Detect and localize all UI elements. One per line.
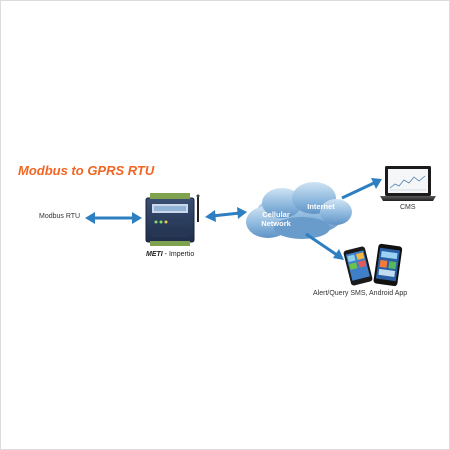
cellular-network-label: Cellular Network [254,210,298,228]
rtu-device-icon [145,193,200,246]
arrow-cloud-cms [341,178,382,200]
diagram-title: Modbus to GPRS RTU [18,163,155,178]
arrow-modbus-device [85,212,142,224]
laptop-icon [380,166,436,201]
cellular-line-1: Cellular [262,210,290,219]
internet-label: Internet [307,202,335,211]
device-model: - Impertio [162,251,195,258]
cellular-line-2: Network [261,219,291,228]
cloud-icon [246,182,352,239]
device-brand: METI [146,251,163,258]
arrow-device-cloud [205,207,247,222]
mobile-alert-label: Alert/Query SMS, Android App [313,290,408,297]
cms-label: CMS [400,204,416,211]
device-label: METI - Impertio [146,251,194,258]
smartphone-icon [343,243,403,287]
modbus-rtu-label: Modbus RTU [39,213,81,220]
arrow-cloud-mobile [305,232,344,260]
